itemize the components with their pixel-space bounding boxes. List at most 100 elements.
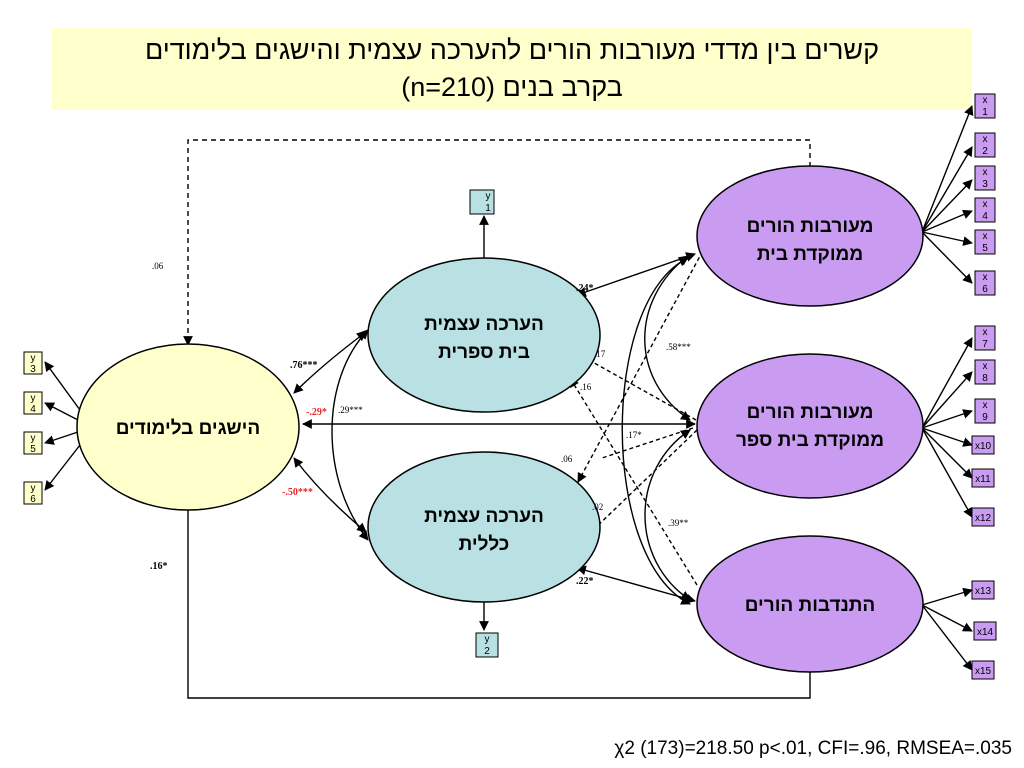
svg-text:3: 3 (30, 364, 36, 375)
indicator-y5: y5 (23, 431, 43, 455)
svg-text:מעורבות הורים: מעורבות הורים (747, 402, 874, 423)
coef-vol-schoolse: .16 (580, 382, 592, 392)
path-schoolinv-to-generalse (587, 429, 698, 536)
fit-statistics: χ2 (173)=218.50 p<.01, CFI=.96, RMSEA=.0… (614, 738, 1012, 759)
indicator-x2: x2 (974, 132, 996, 158)
svg-text:y: y (31, 353, 36, 364)
path-vol-to-generalse (576, 565, 696, 604)
coef-vol-achievement: .16* (150, 561, 168, 572)
indicator-y3: y3 (23, 351, 43, 375)
path-vol-to-schoolse (569, 377, 698, 586)
path-home-to-schoolse (576, 252, 696, 297)
svg-text:2: 2 (484, 646, 490, 657)
svg-text:x13: x13 (975, 586, 992, 597)
svg-text:2: 2 (982, 146, 988, 157)
construct-home-involvement: מעורבות הורים ממוקדת בית (696, 165, 924, 307)
indicator-x3: x3 (974, 165, 996, 191)
coef-home-achievement: .06 (152, 261, 164, 271)
svg-text:7: 7 (982, 339, 988, 350)
coefficient-labels: .06 .76*** -.29* .29*** -.50*** .16* .24… (150, 261, 691, 587)
indicator-x9: x9 (974, 398, 996, 424)
svg-text:x10: x10 (975, 441, 992, 452)
svg-text:y: y (486, 191, 491, 202)
svg-text:6: 6 (982, 284, 988, 295)
indicator-x13: x13 (971, 580, 995, 600)
svg-text:הערכה עצמית: הערכה עצמית (424, 506, 544, 527)
coef-home-school-corr: .58*** (666, 342, 691, 352)
indicator-x8: x8 (974, 359, 996, 385)
svg-text:6: 6 (30, 494, 36, 505)
indicator-x10: x10 (971, 435, 995, 455)
svg-text:y: y (485, 634, 490, 645)
svg-text:x14: x14 (977, 627, 994, 638)
coef-schoolinv-achievement-direct: -.29* (306, 407, 327, 418)
indicator-x7: x7 (974, 325, 996, 351)
coef-schoolinv-generalse: .02 (592, 502, 603, 512)
svg-text:8: 8 (982, 373, 988, 384)
svg-text:x15: x15 (975, 666, 992, 677)
svg-text:x: x (983, 272, 988, 283)
corr-selfesteem (331, 329, 369, 541)
indicator-x12: x12 (971, 507, 995, 527)
construct-general-self-esteem: הערכה עצמית כללית (367, 451, 601, 603)
svg-text:1: 1 (982, 107, 988, 118)
path-home-to-achievement (183, 139, 811, 346)
coef-schoolinv-achievement-via: .29*** (338, 405, 363, 415)
coef-schoolinv-schoolse: .17 (594, 349, 606, 359)
indicator-x5: x5 (974, 229, 996, 255)
svg-text:x11: x11 (975, 474, 991, 485)
svg-text:x: x (983, 361, 988, 372)
path-schoolse-achievement (293, 331, 367, 394)
construct-achievement-label: הישגים בלימודים (116, 418, 261, 439)
indicator-boxes: y3 y4 y5 y6 y1 y2 x1 x2 x3 x4 x5 x6 x7 x… (23, 93, 997, 680)
coef-schoolinv-generalse-a: .17* (626, 430, 642, 440)
corr-home-vol (621, 257, 691, 605)
svg-text:ממוקדת בית ספר: ממוקדת בית ספר (736, 430, 884, 451)
svg-text:x: x (983, 400, 988, 411)
svg-text:הערכה עצמית: הערכה עצמית (424, 314, 544, 335)
indicator-x6: x6 (974, 270, 996, 296)
svg-text:x: x (983, 95, 988, 106)
path-vol-to-achievement (183, 497, 811, 699)
path-schoolinv-self (601, 427, 694, 459)
corr-home-school (644, 255, 691, 421)
svg-text:5: 5 (30, 444, 36, 455)
indicator-x4: x4 (974, 197, 996, 223)
svg-text:התנדבות הורים: התנדבות הורים (745, 595, 876, 616)
title-banner: קשרים בין מדדי מעורבות הורים להערכה עצמי… (52, 28, 972, 110)
indicator-x15: x15 (971, 660, 995, 680)
coef-home-vol-corr: .39** (668, 518, 689, 528)
svg-text:y: y (31, 433, 36, 444)
svg-text:y: y (31, 393, 36, 404)
coef-home-generalse: .06 (561, 454, 573, 464)
connectors (44, 105, 974, 699)
construct-volunteering: התנדבות הורים (696, 535, 924, 673)
corr-school-vol (644, 429, 691, 601)
path-schoolinv-to-schoolse (579, 354, 697, 421)
indicator-y1: y1 (469, 189, 495, 215)
construct-school-involvement: מעורבות הורים ממוקדת בית ספר (696, 353, 924, 499)
svg-text:מעורבות הורים: מעורבות הורים (747, 216, 874, 237)
indicator-y4: y4 (23, 391, 43, 415)
coef-vol-generalse: .22* (576, 576, 594, 587)
construct-achievement: הישגים בלימודים (76, 343, 300, 511)
indicator-x11: x11 (971, 468, 995, 488)
svg-text:x: x (983, 134, 988, 145)
indicator-x1: x1 (974, 93, 996, 119)
svg-text:x: x (983, 167, 988, 178)
svg-text:x12: x12 (975, 513, 992, 524)
path-home-to-generalse (577, 244, 707, 483)
indicator-x14: x14 (973, 621, 997, 641)
indicator-y6: y6 (23, 481, 43, 505)
svg-text:x: x (983, 199, 988, 210)
svg-text:בית ספרית: בית ספרית (438, 342, 530, 363)
coef-schoolse-achievement: .76*** (290, 360, 318, 371)
svg-text:ממוקדת בית: ממוקדת בית (757, 244, 863, 265)
svg-text:כללית: כללית (459, 534, 510, 555)
page-title: קשרים בין מדדי מעורבות הורים להערכה עצמי… (144, 35, 880, 102)
svg-text:1: 1 (485, 203, 491, 214)
svg-text:5: 5 (982, 243, 988, 254)
svg-text:9: 9 (982, 412, 988, 423)
coef-generalse-achievement: -.50*** (282, 487, 313, 498)
